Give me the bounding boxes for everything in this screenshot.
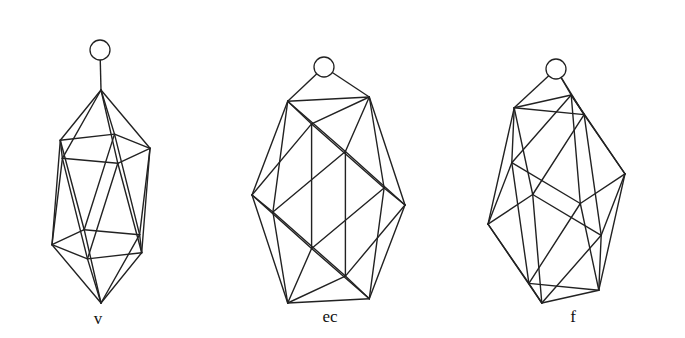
cage-edge: [118, 148, 150, 163]
cage-edge: [512, 163, 581, 204]
cage-edge: [273, 212, 346, 276]
cage-edge: [140, 148, 150, 234]
cage-edge: [84, 230, 139, 235]
cage-edge: [288, 97, 370, 101]
cage-edge: [101, 90, 115, 134]
cage-edge: [512, 95, 571, 163]
cage-edge: [533, 115, 584, 195]
cage-edge: [252, 124, 312, 195]
site-label: f: [570, 308, 576, 325]
cage-edge: [273, 101, 288, 212]
cage-edge: [84, 134, 114, 230]
cage-edge: [514, 95, 571, 108]
cage-edge: [312, 124, 385, 188]
cage-edge: [529, 283, 542, 303]
cage-edge: [273, 152, 346, 213]
cage-edge: [529, 283, 599, 290]
cage-edge: [62, 158, 117, 163]
cage-edge: [488, 195, 533, 225]
cage-edge: [580, 174, 625, 204]
cage-edge: [288, 249, 312, 304]
cage-edge: [580, 204, 599, 291]
cage-edge: [571, 95, 580, 204]
cage-edge: [488, 224, 529, 283]
cage-edge: [345, 152, 346, 277]
cage-edge: [60, 90, 101, 140]
cage-edge: [584, 115, 625, 174]
cage-edge: [488, 163, 512, 225]
cage-edge: [288, 101, 346, 151]
cage-edge: [369, 205, 405, 299]
cage-edge: [288, 299, 370, 303]
cage-edge: [60, 140, 84, 229]
cage-edge: [542, 235, 601, 303]
cage-edge: [514, 108, 584, 115]
cage-edge: [533, 195, 542, 304]
cage-edge: [312, 188, 385, 249]
cage-edge: [115, 134, 151, 148]
cage-edge: [118, 163, 142, 252]
cage-edge: [345, 97, 369, 152]
cage-edge: [584, 115, 601, 236]
cage-edge: [533, 195, 602, 236]
cage-edge: [345, 152, 405, 206]
cage-edge: [599, 174, 625, 290]
cage-edge: [52, 230, 84, 245]
cage-edge: [542, 290, 599, 303]
cage-edge: [101, 253, 142, 303]
cage-edge: [62, 90, 101, 158]
adatom: [314, 57, 334, 77]
cage-edge: [345, 205, 405, 276]
cage-edge: [312, 97, 370, 124]
cage-edge: [62, 158, 87, 259]
cage-edge: [115, 134, 140, 235]
cage-edge: [52, 245, 101, 303]
cage-edge: [311, 124, 312, 249]
cage-edge: [369, 188, 384, 299]
adatom: [90, 40, 110, 60]
cage-edge: [288, 101, 312, 124]
cage-edge: [88, 259, 102, 303]
cage-edge: [273, 212, 288, 303]
cage-edge: [512, 163, 529, 284]
site-label: ec: [322, 308, 337, 325]
cage-edge: [252, 101, 288, 195]
cage-edge: [312, 249, 370, 299]
cage-edge: [101, 235, 140, 303]
adatom: [546, 59, 566, 79]
cage-edge: [488, 224, 542, 303]
cage-edge: [88, 253, 142, 259]
cage-edge: [88, 163, 118, 259]
cage-edge: [512, 108, 514, 163]
cage-edge: [60, 134, 114, 140]
cage-edge: [140, 235, 142, 253]
cage-edge: [514, 108, 533, 195]
site-label: v: [94, 310, 103, 327]
cage-edge: [288, 276, 346, 303]
cage-edge: [52, 158, 62, 244]
cage-edge: [384, 188, 405, 205]
cage-edge: [488, 108, 514, 224]
cage-edge: [252, 195, 312, 249]
